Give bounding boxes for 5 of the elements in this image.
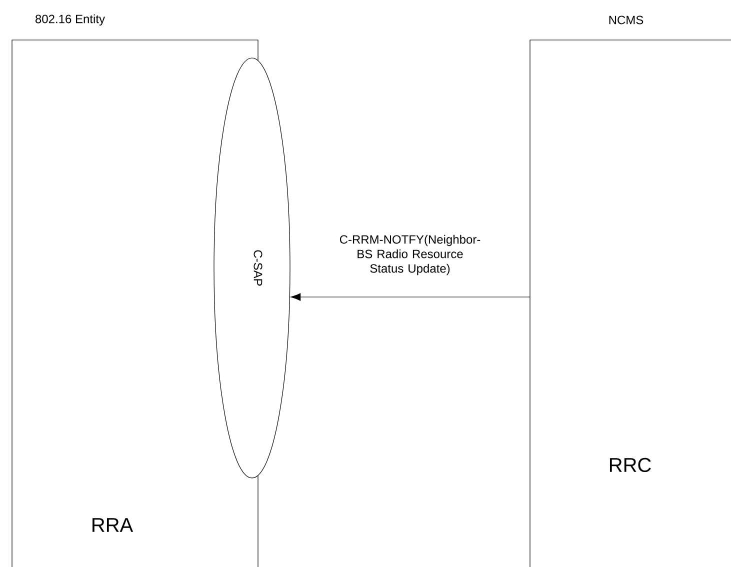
arrow <box>290 293 530 301</box>
entity-box: NCMS RRC <box>530 16 731 567</box>
node-label: NCMS <box>609 16 644 24</box>
node-label: 802.16 Entity <box>36 14 105 26</box>
edge-label: C-RRM-NOTFY(Neighbor-BS Radio Resource Status Update) <box>324 234 496 276</box>
